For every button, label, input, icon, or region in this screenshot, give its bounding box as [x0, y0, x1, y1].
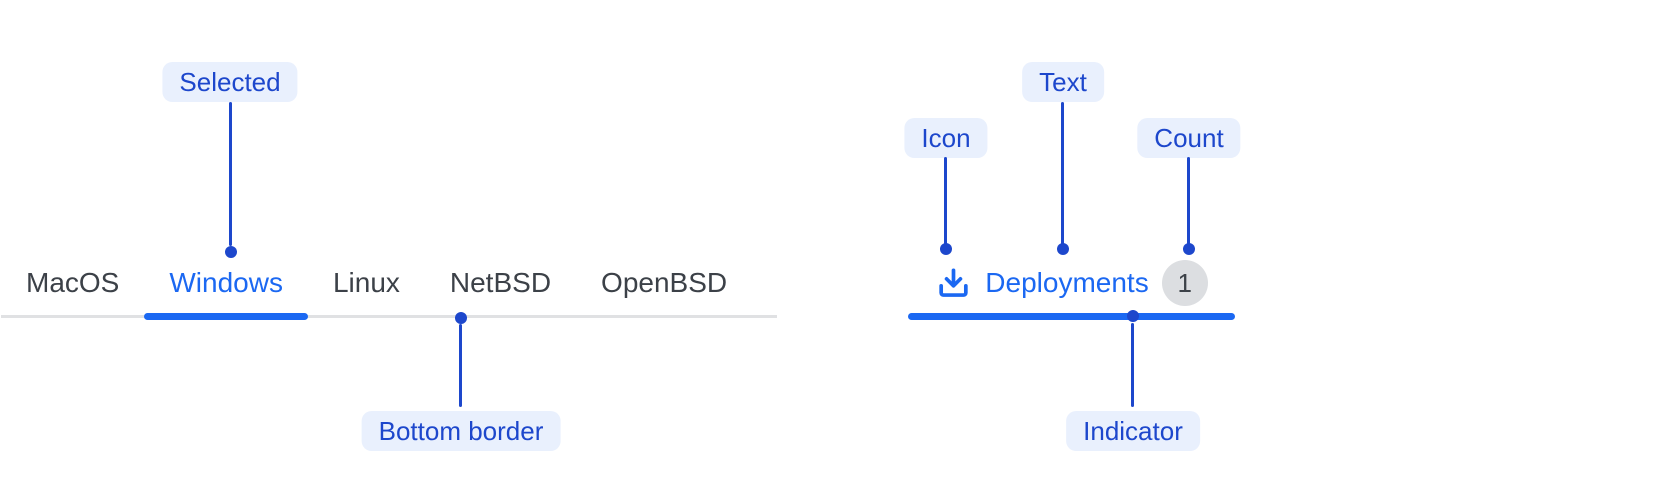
callout-icon: Icon	[904, 118, 988, 158]
tab-label: Linux	[332, 267, 400, 298]
tab-windows[interactable]: Windows	[144, 257, 308, 320]
tab-label: Deployments	[985, 267, 1149, 298]
callout-count: Count	[1137, 118, 1241, 158]
tab-netbsd[interactable]: NetBSD	[425, 257, 576, 315]
callout-count-line	[1187, 157, 1190, 246]
callout-text-dot	[1057, 243, 1069, 255]
callout-selected-line	[229, 102, 232, 246]
active-tab-indicator	[908, 313, 1235, 320]
tab-label: OpenBSD	[601, 267, 728, 298]
callout-text: Text	[1022, 62, 1104, 102]
callout-bottom-border-line	[459, 324, 462, 407]
tab-macos[interactable]: MacOS	[1, 257, 144, 315]
tab-bar: MacOS Windows Linux NetBSD OpenBSD	[1, 257, 777, 320]
callout-indicator-dot	[1127, 310, 1139, 322]
tab-linux[interactable]: Linux	[308, 257, 425, 315]
callout-indicator: Indicator	[1066, 411, 1200, 451]
callout-count-dot	[1183, 243, 1195, 255]
tab-label: MacOS	[26, 267, 120, 298]
selected-tab-indicator	[144, 313, 308, 320]
callout-icon-dot	[940, 243, 952, 255]
callout-bottom-border-dot	[455, 312, 467, 324]
callout-bottom-border: Bottom border	[361, 411, 561, 451]
deployments-tab[interactable]: Deployments 1	[908, 258, 1235, 308]
callout-indicator-line	[1131, 323, 1134, 407]
callout-icon-line	[944, 157, 947, 246]
count-badge: 1	[1161, 260, 1208, 306]
callout-text-line	[1061, 102, 1064, 246]
tab-label: NetBSD	[449, 267, 552, 298]
download-icon	[935, 265, 972, 302]
tab-openbsd[interactable]: OpenBSD	[576, 257, 752, 315]
callout-selected-dot	[225, 246, 237, 258]
tab-label: Windows	[169, 267, 283, 298]
callout-selected: Selected	[162, 62, 298, 102]
